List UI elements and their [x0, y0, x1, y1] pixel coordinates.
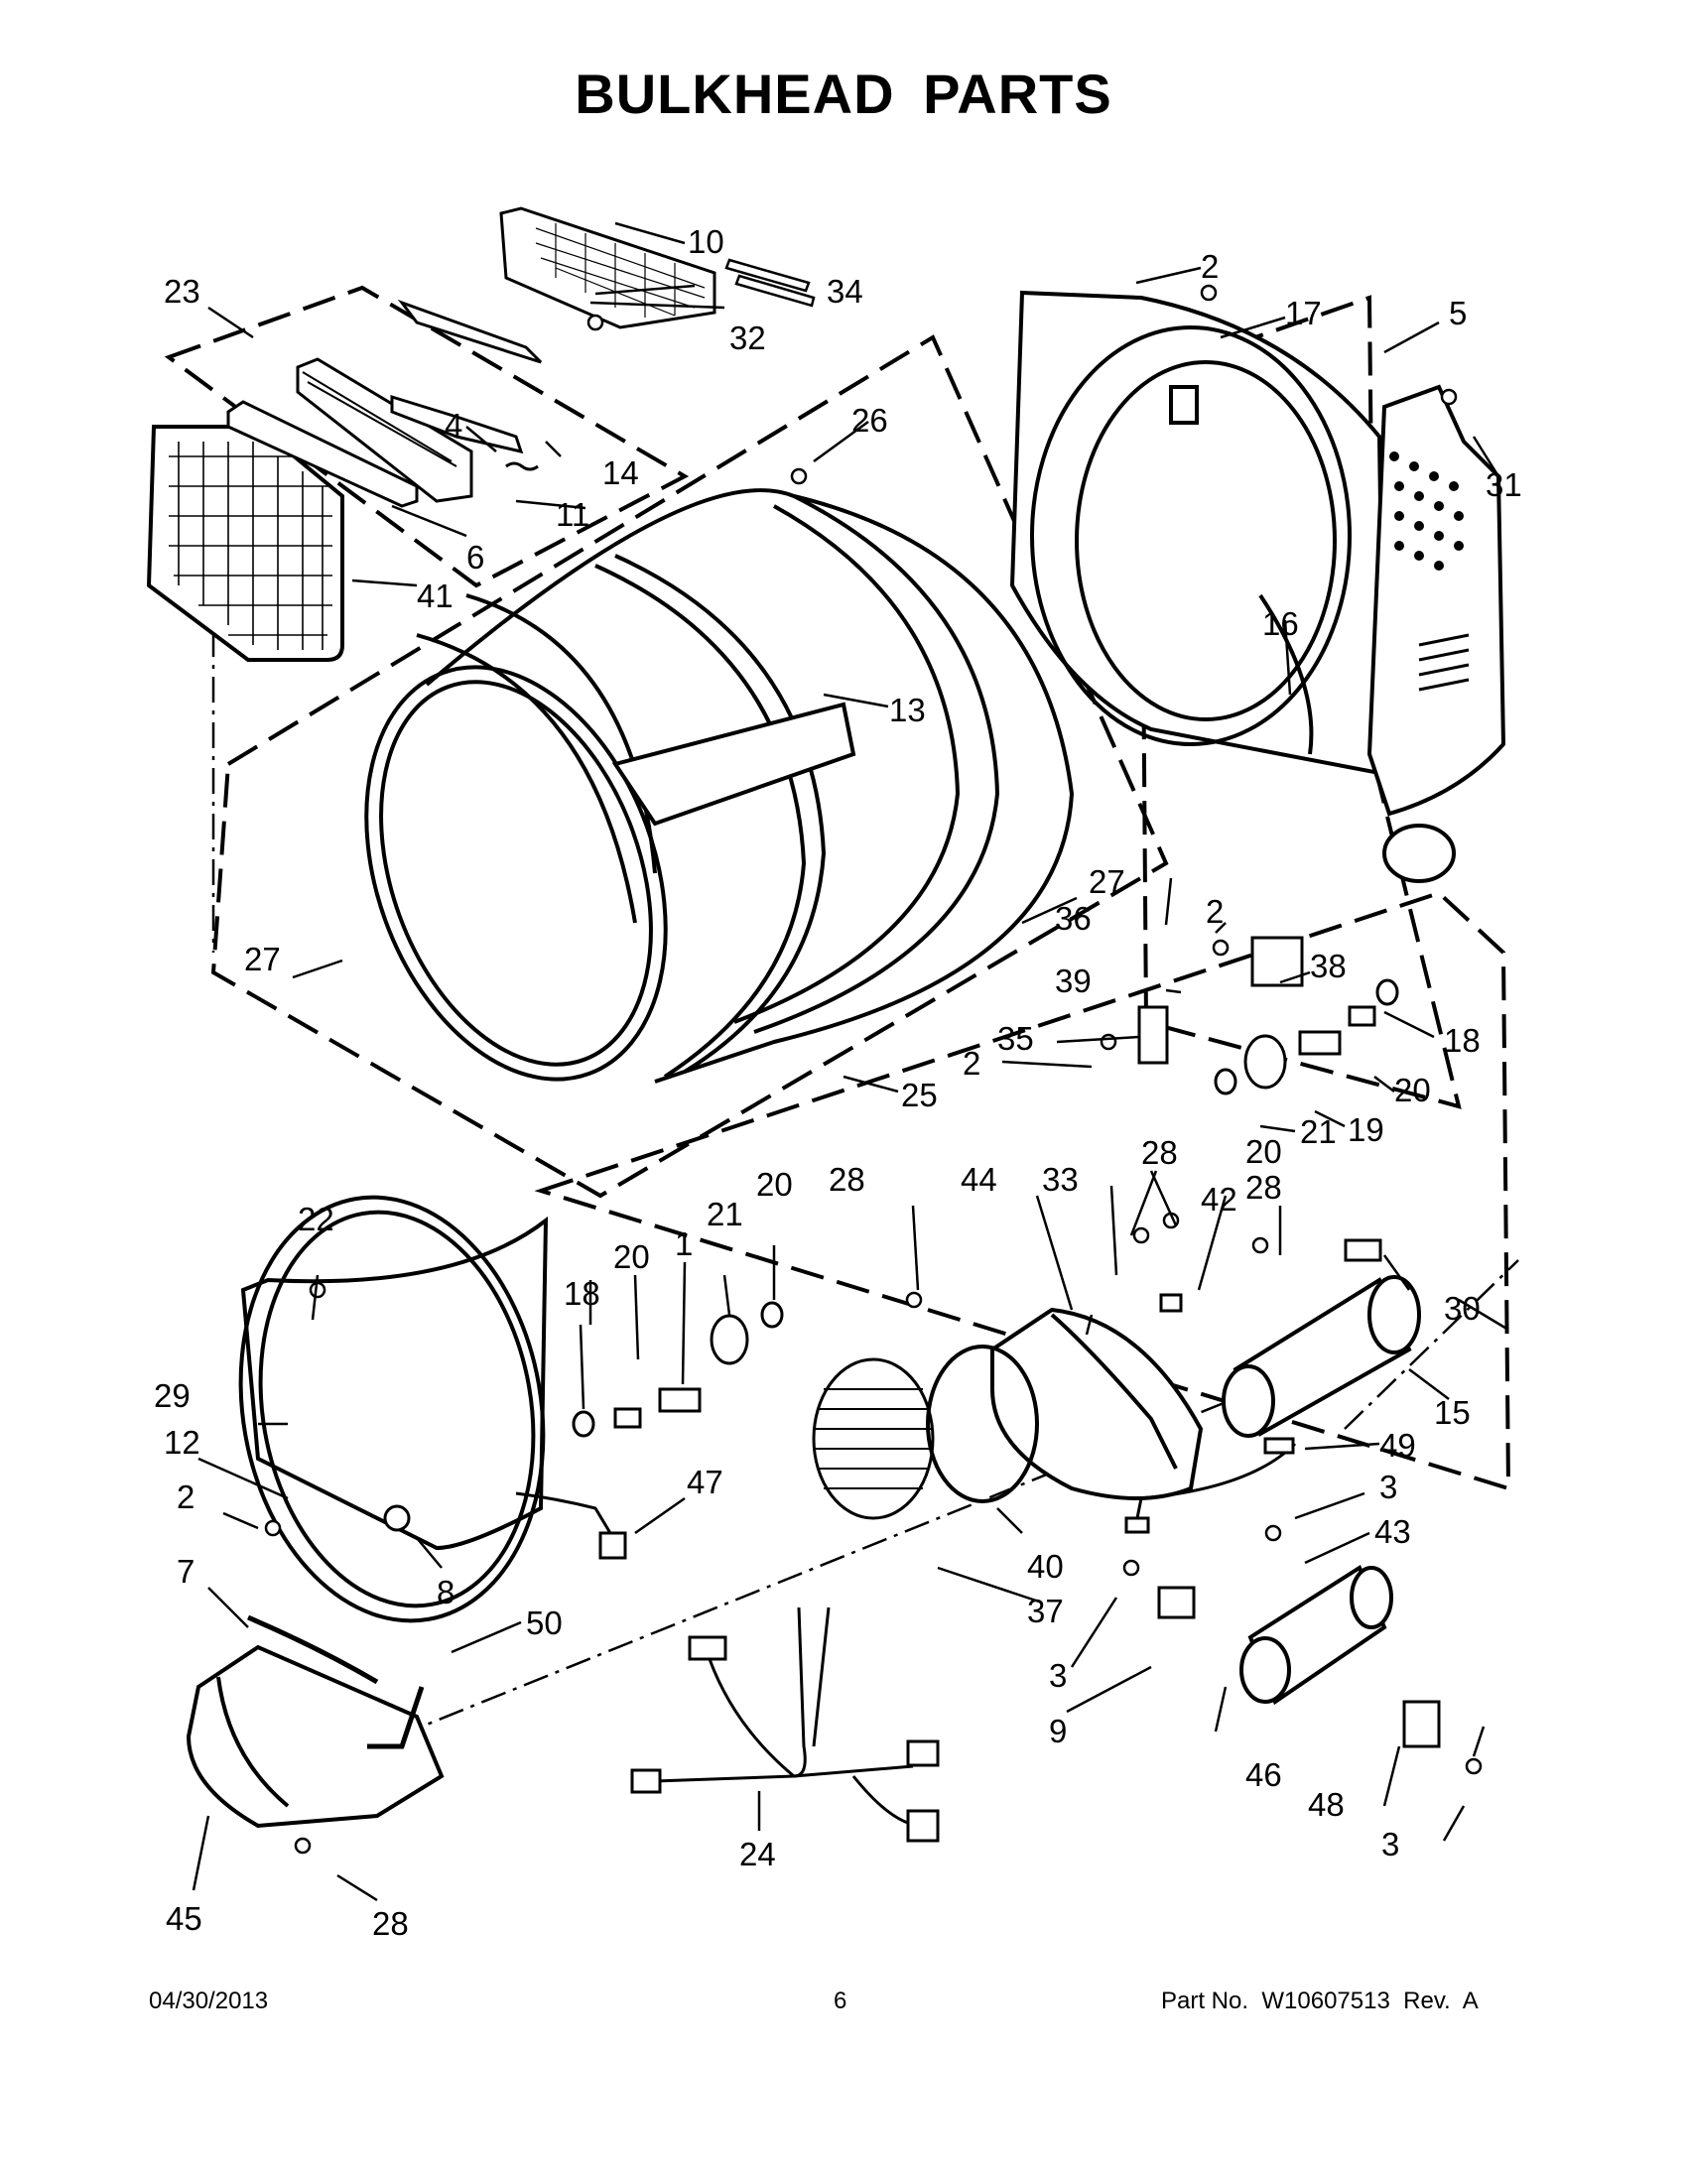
callout-19: 19	[1348, 1111, 1384, 1148]
blower-wheel	[812, 1357, 935, 1520]
callout-12: 12	[164, 1424, 200, 1461]
callout-40: 40	[1027, 1548, 1064, 1585]
callout-29: 29	[154, 1377, 191, 1414]
lint-housing-parts	[226, 299, 543, 508]
callout-20-a: 20	[756, 1166, 793, 1203]
callout-14: 14	[602, 454, 639, 491]
blower-housing	[990, 1307, 1204, 1500]
callout-3-a: 3	[1379, 1469, 1397, 1505]
callout-41: 41	[417, 578, 454, 614]
leader-arrows	[192, 221, 1509, 1902]
callout-1: 1	[675, 1225, 693, 1262]
callout-37: 37	[1027, 1593, 1064, 1629]
callout-2-c: 2	[963, 1045, 980, 1082]
callout-46: 46	[1245, 1756, 1282, 1793]
callout-35: 35	[997, 1020, 1034, 1057]
front-panel-base	[186, 1644, 445, 1829]
blower-seal-ring	[926, 1345, 1039, 1503]
callout-38: 38	[1310, 948, 1347, 984]
front-bulkhead	[238, 1195, 549, 1623]
callout-18-left: 18	[564, 1275, 600, 1312]
callout-44: 44	[961, 1161, 997, 1198]
callout-36: 36	[1055, 900, 1092, 937]
callout-9: 9	[1049, 1713, 1067, 1749]
heater-duct	[1366, 384, 1506, 883]
callout-8: 8	[437, 1574, 454, 1610]
dashed-assembly-outlines	[164, 285, 1511, 1491]
callout-11: 11	[556, 496, 589, 533]
callout-20-right: 20	[1394, 1072, 1431, 1108]
callout-27-right: 27	[1089, 863, 1125, 900]
lint-filter-grille	[499, 206, 716, 329]
callout-24: 24	[739, 1836, 776, 1872]
heater-element	[1239, 1565, 1393, 1706]
callout-50: 50	[526, 1605, 563, 1641]
footer-date: 04/30/2013	[149, 1988, 269, 2014]
callout-20-right-b: 20	[1245, 1133, 1282, 1170]
callout-2: 2	[1201, 248, 1219, 285]
dryer-drum	[364, 488, 1075, 1084]
exhaust-duct	[1222, 1275, 1421, 1438]
callout-18-right: 18	[1444, 1022, 1481, 1059]
callout-45: 45	[166, 1900, 202, 1937]
small-parts	[247, 284, 1483, 1855]
callout-10: 10	[688, 223, 724, 260]
callout-43: 43	[1374, 1513, 1411, 1550]
callout-3-b: 3	[1049, 1657, 1067, 1694]
callout-23: 23	[164, 273, 200, 310]
page-title: BULKHEAD PARTS	[575, 63, 1112, 125]
callout-4: 4	[445, 407, 462, 444]
callout-26: 26	[851, 402, 888, 439]
footer-page-number: 6	[834, 1988, 847, 2014]
callout-17: 17	[1285, 295, 1322, 331]
callout-31: 31	[1486, 466, 1522, 503]
callout-48: 48	[1308, 1786, 1345, 1823]
callout-27-left: 27	[244, 941, 281, 977]
callout-49: 49	[1379, 1427, 1416, 1464]
callout-2-b: 2	[1206, 893, 1224, 930]
rear-bulkhead	[1009, 290, 1387, 777]
callout-28-a: 28	[1141, 1134, 1178, 1171]
callout-28-c: 28	[1245, 1169, 1282, 1206]
callout-2-d: 2	[177, 1478, 195, 1515]
callout-32: 32	[729, 320, 766, 356]
callout-6: 6	[466, 539, 484, 576]
callout-20-b: 20	[613, 1238, 650, 1275]
dash-dot-leaders	[211, 585, 1519, 1738]
callout-34: 34	[827, 273, 863, 310]
callout-22: 22	[298, 1201, 334, 1237]
callout-21-right: 21	[1300, 1113, 1337, 1150]
callout-42: 42	[1201, 1181, 1237, 1218]
callout-3-c: 3	[1381, 1826, 1399, 1863]
callout-30: 30	[1444, 1290, 1481, 1327]
callout-15: 15	[1434, 1394, 1471, 1431]
callout-28-b: 28	[829, 1161, 865, 1198]
footer-part-number: Part No. W10607513 Rev. A	[1161, 1988, 1479, 2014]
callout-33: 33	[1042, 1161, 1079, 1198]
lint-screen	[146, 425, 344, 662]
callout-5: 5	[1449, 295, 1467, 331]
callout-25: 25	[901, 1077, 938, 1113]
callout-47: 47	[687, 1464, 723, 1500]
wire-harness	[630, 1606, 940, 1843]
callout-28-d: 28	[372, 1905, 409, 1942]
callout-21-left: 21	[707, 1196, 743, 1232]
callout-7: 7	[177, 1553, 195, 1590]
callout-16: 16	[1262, 605, 1299, 642]
callout-13: 13	[889, 692, 926, 728]
callout-labels: 10 34 32 23 4 14 11 6 41 26 13 2 17 5 31…	[154, 223, 1522, 1942]
callout-39: 39	[1055, 963, 1092, 999]
foam-strips	[724, 258, 816, 308]
